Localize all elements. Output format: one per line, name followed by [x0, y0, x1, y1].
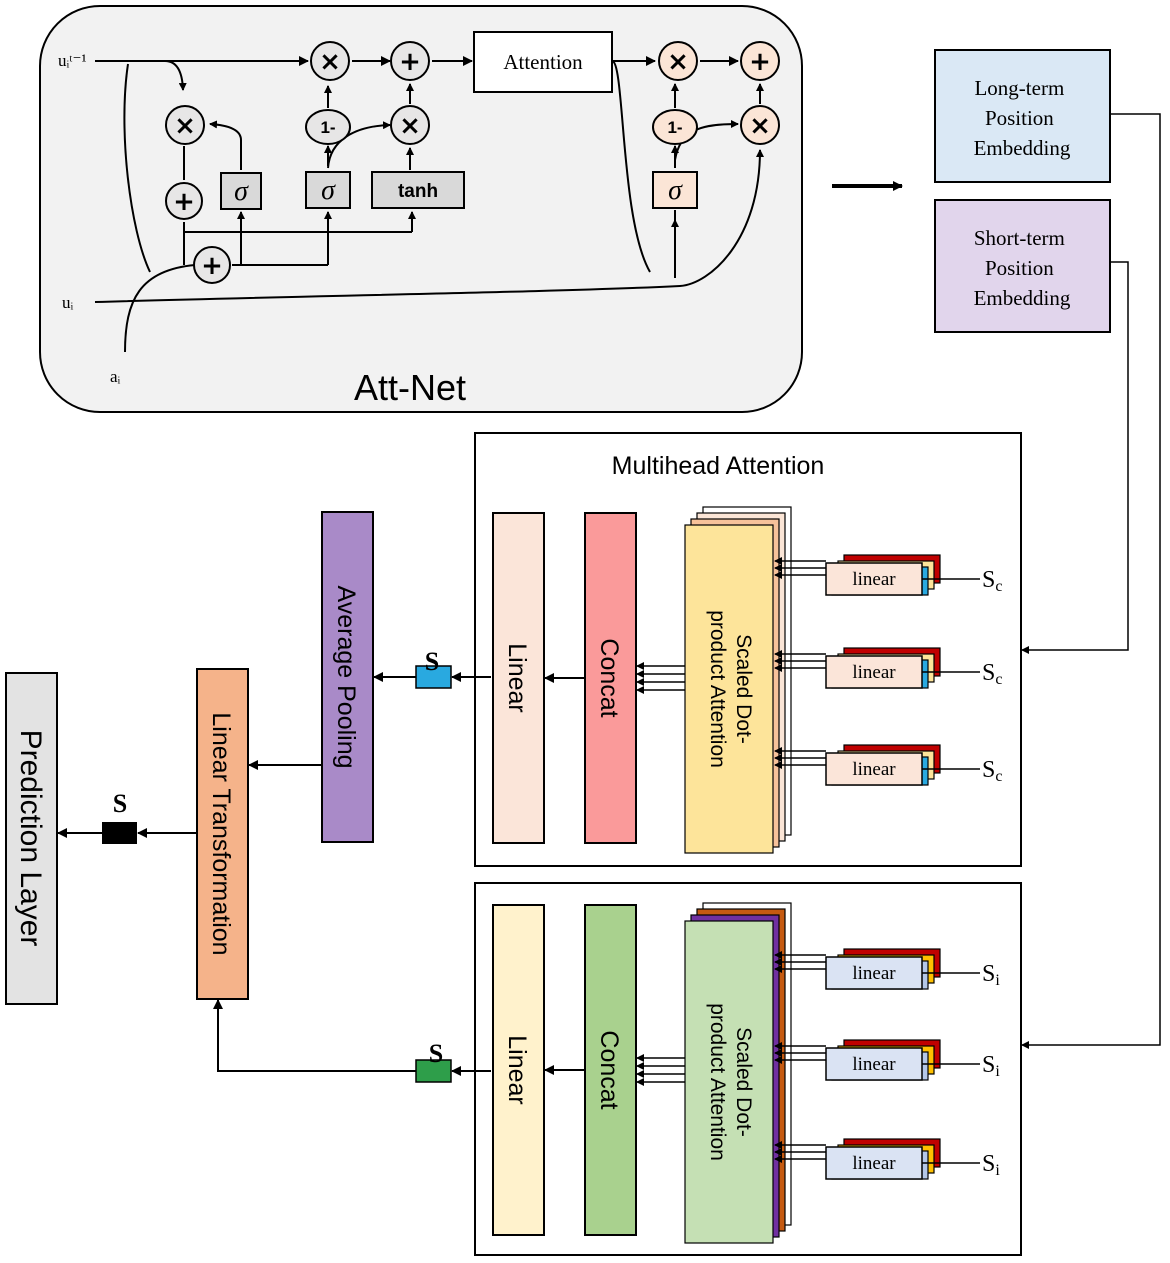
long-term-route	[1021, 113, 1161, 1049]
input-a-label: aᵢ	[110, 367, 121, 386]
embedding-line: Short-term	[974, 226, 1065, 250]
sdpa-layer	[684, 524, 774, 854]
gate-one-minus-op	[652, 109, 698, 145]
input-add-op	[193, 246, 231, 284]
inner-add-op	[165, 182, 203, 220]
gate-multiply-op-2	[740, 105, 780, 145]
input-u-label: uᵢ	[62, 293, 74, 312]
multiply-op	[310, 41, 350, 81]
linear-head-label: linear	[852, 662, 896, 683]
linear-column	[492, 904, 545, 1236]
long-term-embedding: Long-term Position Embedding	[934, 49, 1111, 183]
linear-head-label: linear	[852, 569, 896, 590]
sigma-box	[305, 171, 351, 209]
bottom-output-label: S	[429, 1039, 443, 1068]
candidate-multiply-op	[390, 105, 430, 145]
multiply-symbol: ×	[319, 47, 341, 77]
final-output-vector	[102, 822, 137, 844]
short-term-embedding: Short-term Position Embedding	[934, 199, 1111, 333]
svg-text:Short-term Position: Short-term Position Embedding	[974, 226, 1071, 310]
multiply-symbol: ×	[667, 47, 689, 77]
linear-head	[825, 1146, 923, 1180]
sigma-icon: σ	[668, 175, 683, 206]
multiply-symbol: ×	[399, 111, 421, 141]
embedding-line: Position	[985, 256, 1054, 280]
s-to-lintrans-arrow	[213, 999, 416, 1072]
linear-head	[825, 752, 923, 786]
tanh-box	[371, 171, 465, 209]
short-term-route	[1021, 261, 1129, 654]
linear-column-label: Linear	[503, 1035, 531, 1105]
average-pooling-label: Average Pooling	[332, 585, 360, 768]
att-net-panel: Att-Net uᵢᵗ⁻¹ uᵢ aᵢ	[39, 5, 803, 413]
embedding-line: Embedding	[974, 286, 1071, 310]
tanh-label: tanh	[398, 181, 438, 202]
one-minus-label: 1-	[320, 118, 335, 137]
average-pooling-box: Average Pooling	[321, 511, 374, 843]
sigma-icon: σ	[234, 176, 249, 207]
att-net-title: Att-Net	[354, 367, 466, 408]
attention-box	[473, 31, 613, 93]
one-minus-label: 1-	[667, 118, 682, 137]
reset-multiply-op	[165, 105, 205, 145]
linear-column	[492, 512, 545, 844]
linear-transformation-box: Linear Transformation	[196, 668, 249, 1000]
multiply-symbol: ×	[749, 111, 771, 141]
concat-column	[584, 512, 637, 844]
sdpa-label: Scaled Dot-product Attention	[706, 610, 755, 768]
concat-column-label: Concat	[595, 638, 623, 717]
linear-head-label: linear	[852, 963, 896, 984]
add-symbol: +	[201, 251, 223, 281]
add-symbol: +	[173, 187, 195, 217]
sigma-box	[220, 172, 262, 210]
multiply-symbol: ×	[174, 111, 196, 141]
linear-head-label: linear	[852, 1054, 896, 1075]
sdpa-label: Scaled Dot-product Attention	[706, 1003, 755, 1161]
attention-label: Attention	[503, 50, 583, 74]
concat-column	[584, 904, 637, 1236]
prediction-layer-box: Prediction Layer	[5, 672, 58, 1005]
linear-head	[825, 1047, 923, 1081]
embedding-line: Embedding	[974, 136, 1071, 160]
top-output-label: S	[425, 647, 439, 676]
linear-head	[825, 562, 923, 596]
multihead-attention-block-bottom: Linear Concat Scaled Dot-product Attention…	[474, 882, 1022, 1256]
gate-multiply-op	[658, 41, 698, 81]
one-minus-op	[305, 109, 351, 145]
final-output-label: S	[113, 789, 127, 818]
linear-transformation-label: Linear Transformation	[207, 712, 235, 955]
svg-text:Long-term Position: Long-term Position Embedding	[974, 76, 1071, 160]
add-op	[390, 41, 430, 81]
add-symbol: +	[399, 47, 421, 77]
prediction-layer-label: Prediction Layer	[14, 730, 47, 947]
sdpa-layer	[684, 920, 774, 1244]
add-symbol: +	[749, 47, 771, 77]
linear-head-label: linear	[852, 759, 896, 780]
sigma-icon: σ	[321, 175, 336, 206]
linear-head-label: linear	[852, 1153, 896, 1174]
embedding-line: Long-term	[974, 76, 1064, 100]
embedding-line: Position	[985, 106, 1054, 130]
multihead-title: Multihead Attention	[612, 452, 825, 480]
linear-head	[825, 655, 923, 689]
multihead-attention-block-top: Linear Concat Scaled Dot-product Attention…	[474, 432, 1022, 867]
input-u-prev-label: uᵢᵗ⁻¹	[58, 51, 87, 70]
linear-column-label: Linear	[503, 643, 531, 713]
gate-add-op	[740, 41, 780, 81]
gate-sigma-box	[652, 171, 698, 209]
concat-column-label: Concat	[595, 1030, 623, 1109]
